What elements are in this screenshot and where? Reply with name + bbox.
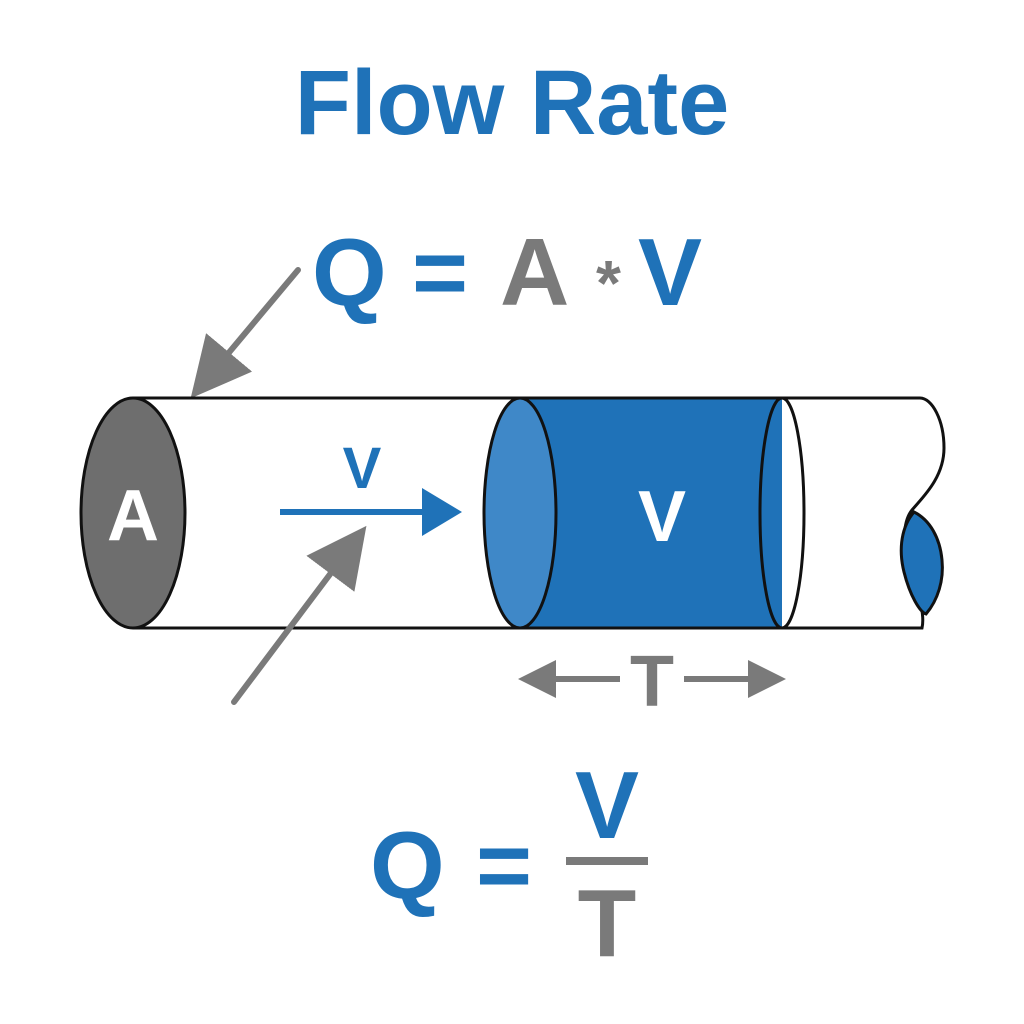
arrow-down-left-icon — [190, 267, 301, 399]
fraction-bar — [566, 857, 648, 865]
equation2-equals: = — [476, 812, 532, 919]
pipe — [79, 396, 946, 630]
diagram-title: Flow Rate — [295, 52, 729, 154]
equation1-a: A — [500, 219, 569, 326]
equation1-times: * — [596, 247, 621, 319]
equation1-equals: = — [412, 219, 468, 326]
volume-cylinder-body — [520, 398, 782, 628]
equation1-q: Q — [312, 219, 387, 326]
equation2-numerator: V — [575, 752, 639, 859]
area-cross-section — [79, 396, 187, 630]
equation1-v: V — [638, 219, 702, 326]
volume-cylinder-front — [482, 396, 558, 630]
time-label: T — [630, 642, 674, 722]
equation2-denominator: T — [578, 870, 637, 977]
velocity-label: V — [343, 436, 382, 501]
volume-label: V — [638, 477, 686, 557]
pipe-cut-end — [899, 510, 944, 616]
volume-cylinder-back — [758, 396, 806, 630]
equation2-q: Q — [370, 812, 445, 919]
arrow-right-icon — [280, 488, 462, 536]
arrow-up-right-icon — [231, 525, 367, 705]
area-label: A — [107, 476, 159, 556]
equation-q-equals-v-over-t: Q = V T — [370, 752, 648, 977]
equation-q-equals-a-times-v: Q = A * V — [312, 219, 702, 326]
double-arrow-horizontal-icon — [518, 660, 786, 698]
